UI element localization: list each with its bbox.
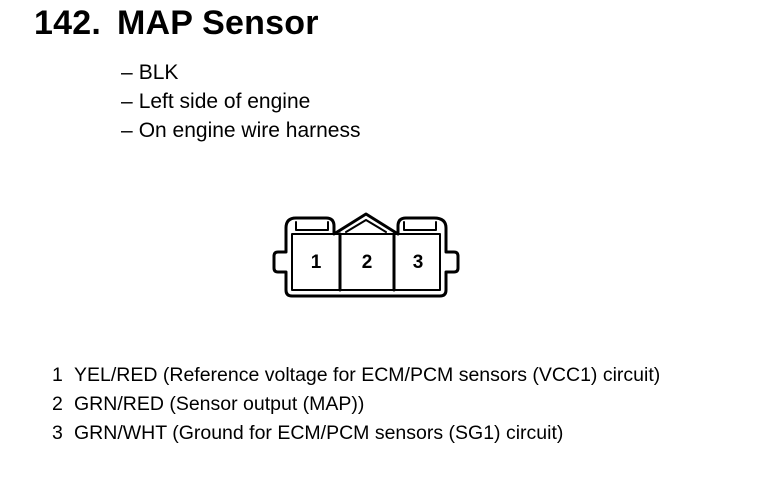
left-latch-tab [295,221,329,231]
pin-label: 3 [413,252,424,273]
pinout-number: 2 [52,393,63,415]
pinout-number: 1 [52,364,63,386]
note-dash: – [121,119,133,142]
page-title: 142. MAP Sensor [34,4,319,43]
pinout-list: 1 YEL/RED (Reference voltage for ECM/PCM … [52,361,660,448]
section-number: 142. [34,4,101,42]
pinout-item: 1 YEL/RED (Reference voltage for ECM/PCM … [52,361,660,390]
pinout-description: YEL/RED (Reference voltage for ECM/PCM s… [74,364,661,386]
pinout-item: 3 GRN/WHT (Ground for ECM/PCM sensors (SG… [52,419,660,448]
note-text: On engine wire harness [138,119,361,142]
note-harness: –On engine wire harness [121,116,360,145]
pinout-description: GRN/RED (Sensor output (MAP)) [74,393,365,415]
note-dash: – [121,61,133,84]
center-key [345,219,387,233]
pin-label: 1 [311,252,322,273]
note-dash: – [121,90,133,113]
note-location: –Left side of engine [121,87,360,116]
connector-housing-outline [272,212,460,298]
note-text: Left side of engine [138,90,311,113]
component-notes: –BLK –Left side of engine –On engine wir… [121,58,360,145]
connector-inner-cavity [291,233,441,291]
component-name: MAP Sensor [116,4,319,42]
connector-diagram: 1 2 3 [272,212,460,298]
pinout-description: GRN/WHT (Ground for ECM/PCM sensors (SG1… [74,422,564,444]
pinout-item: 2 GRN/RED (Sensor output (MAP)) [52,390,660,419]
pinout-number: 3 [52,422,63,444]
pin-label: 2 [362,252,373,273]
note-connector-color: –BLK [121,58,360,87]
note-text: BLK [138,61,179,84]
right-latch-tab [403,221,437,231]
